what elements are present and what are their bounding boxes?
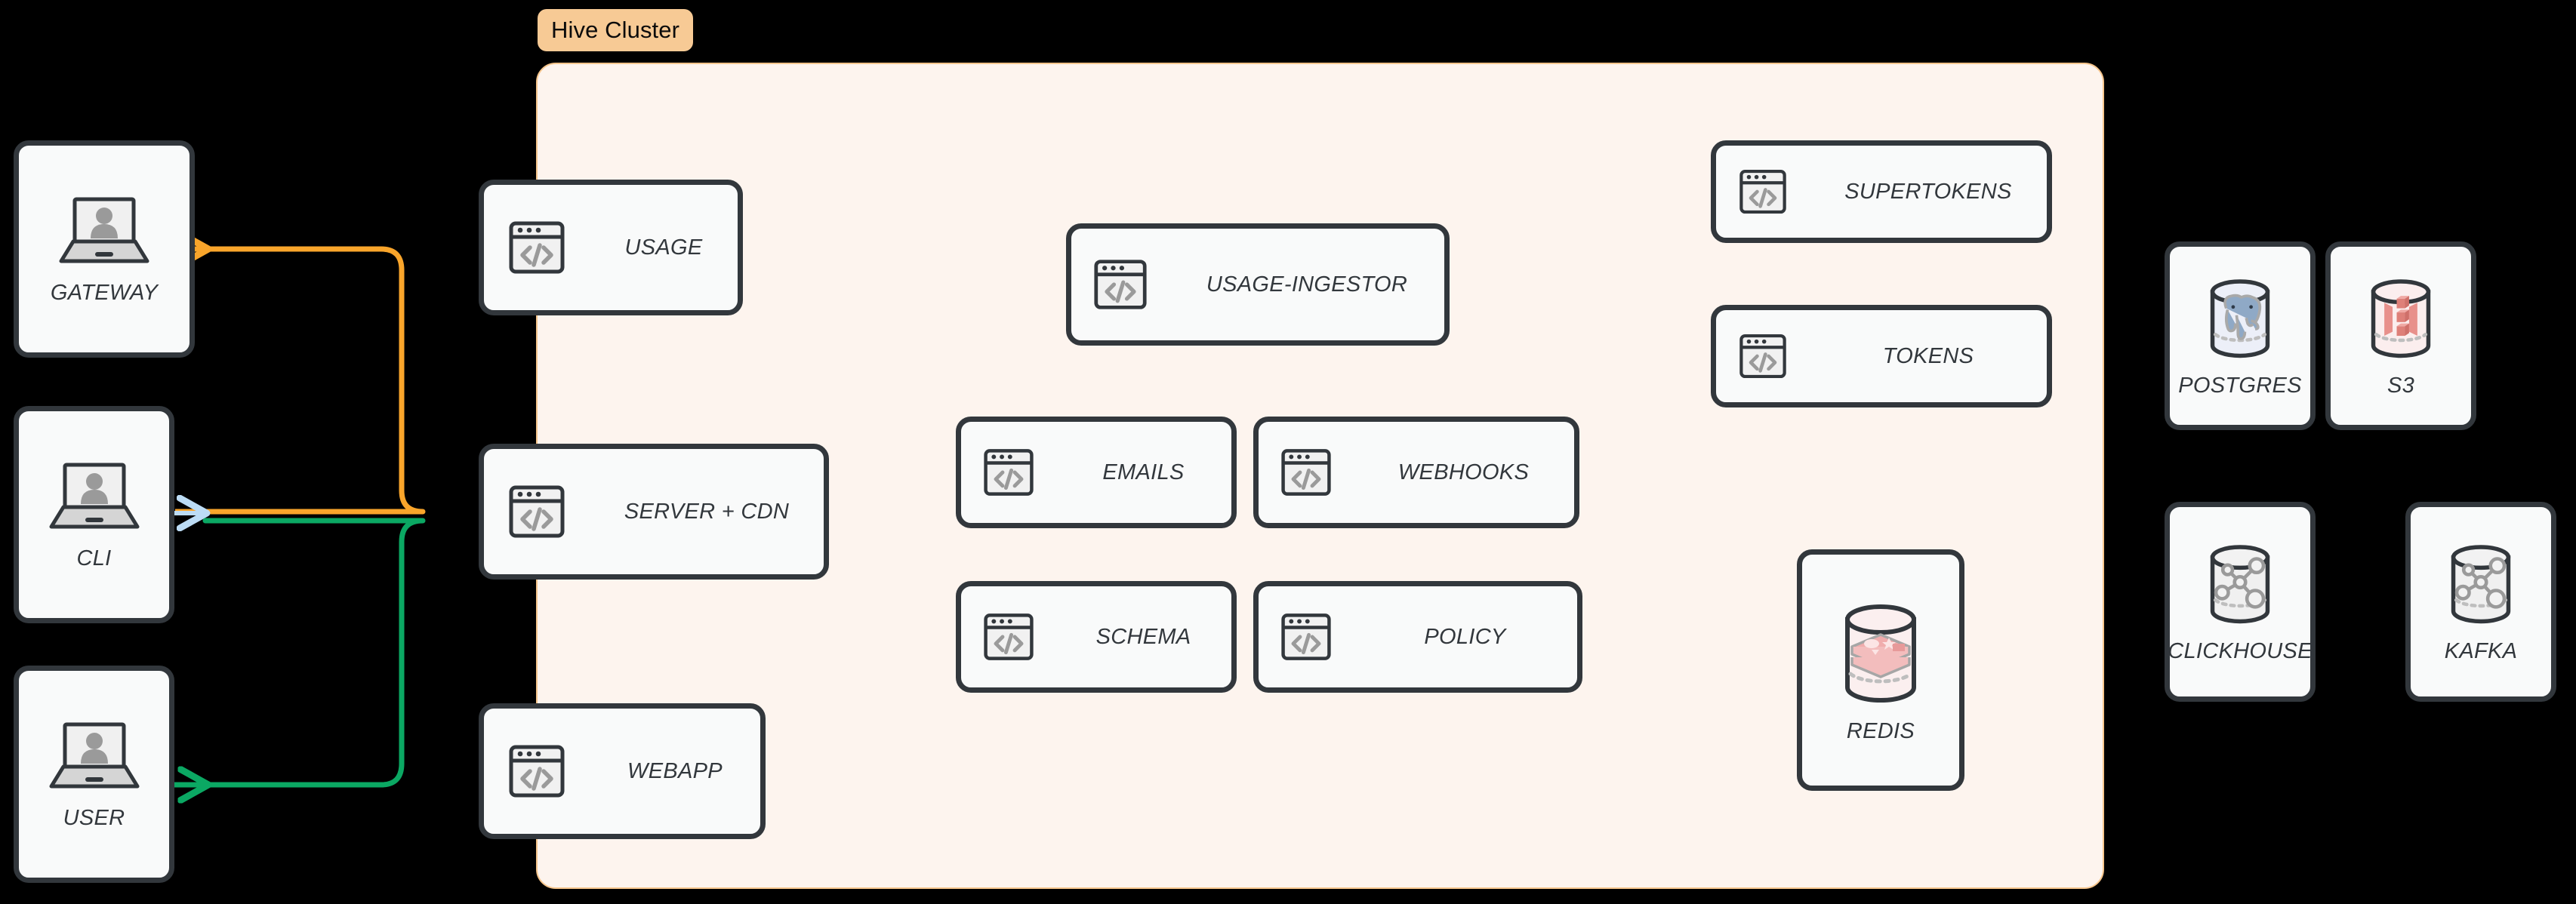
service-node-usage-ingestor-label: USAGE-INGESTOR <box>1206 272 1408 297</box>
code-window-icon <box>1259 447 1353 498</box>
datastore-node-postgres[interactable]: POSTGRES <box>2165 241 2316 430</box>
laptop-user-icon <box>55 193 153 269</box>
service-node-webapp-label: WEBAPP <box>627 758 723 783</box>
service-node-schema[interactable]: SCHEMA <box>956 581 1237 693</box>
code-window-icon <box>484 743 590 800</box>
generic-database-icon <box>2193 540 2287 633</box>
datastore-node-s3[interactable]: S3 <box>2325 241 2476 430</box>
service-node-policy-label: POLICY <box>1424 624 1506 649</box>
client-node-user[interactable]: USER <box>14 666 174 883</box>
datastore-node-clickhouse[interactable]: CLICKHOUSE <box>2165 502 2316 702</box>
service-node-policy[interactable]: POLICY <box>1253 581 1582 693</box>
service-node-usage-ingestor[interactable]: USAGE-INGESTOR <box>1066 223 1450 346</box>
service-node-emails[interactable]: EMAILS <box>956 417 1237 528</box>
service-node-webapp[interactable]: WEBAPP <box>479 703 766 839</box>
client-node-user-label: USER <box>63 805 125 830</box>
hive-cluster-badge-label: Hive Cluster <box>551 17 680 43</box>
datastore-node-redis-label: REDIS <box>1846 718 1915 743</box>
code-window-icon <box>1259 611 1353 663</box>
code-window-icon <box>1716 332 1810 380</box>
service-node-supertokens[interactable]: SUPERTOKENS <box>1711 140 2052 243</box>
postgres-database-icon <box>2193 274 2287 367</box>
service-node-webhooks-label: WEBHOOKS <box>1397 460 1530 484</box>
service-node-emails-label: EMAILS <box>1102 460 1185 484</box>
service-node-server-cdn[interactable]: SERVER + CDN <box>479 444 829 580</box>
service-node-schema-label: SCHEMA <box>1095 624 1191 649</box>
service-node-tokens-label: TOKENS <box>1882 343 1974 368</box>
client-node-cli[interactable]: CLI <box>14 406 174 623</box>
datastore-node-s3-label: S3 <box>2386 373 2415 398</box>
datastore-node-clickhouse-label: CLICKHOUSE <box>2168 639 2313 663</box>
laptop-user-icon <box>45 459 143 534</box>
datastore-node-kafka-label: KAFKA <box>2444 639 2518 663</box>
laptop-user-icon <box>45 718 143 794</box>
datastore-node-postgres-label: POSTGRES <box>2178 373 2302 398</box>
service-node-usage[interactable]: USAGE <box>479 180 743 315</box>
client-node-cli-label: CLI <box>76 546 112 570</box>
service-node-webhooks[interactable]: WEBHOOKS <box>1253 417 1579 528</box>
service-node-tokens[interactable]: TOKENS <box>1711 305 2052 407</box>
datastore-node-redis[interactable]: REDIS <box>1797 549 1964 791</box>
client-node-gateway[interactable]: GATEWAY <box>14 140 195 358</box>
code-window-icon <box>961 447 1055 498</box>
code-window-icon <box>484 483 590 540</box>
code-window-icon <box>1071 257 1169 312</box>
client-node-gateway-label: GATEWAY <box>50 280 159 305</box>
service-node-usage-label: USAGE <box>624 235 703 260</box>
code-window-icon <box>961 611 1055 663</box>
redis-database-icon <box>1829 597 1932 710</box>
service-node-server-cdn-label: SERVER + CDN <box>624 499 790 524</box>
hive-cluster-badge: Hive Cluster <box>538 9 694 51</box>
service-node-supertokens-label: SUPERTOKENS <box>1844 179 2012 204</box>
datastore-node-kafka[interactable]: KAFKA <box>2405 502 2556 702</box>
s3-database-icon <box>2354 274 2448 367</box>
code-window-icon <box>484 219 590 276</box>
generic-database-icon <box>2434 540 2528 633</box>
code-window-icon <box>1716 168 1810 216</box>
